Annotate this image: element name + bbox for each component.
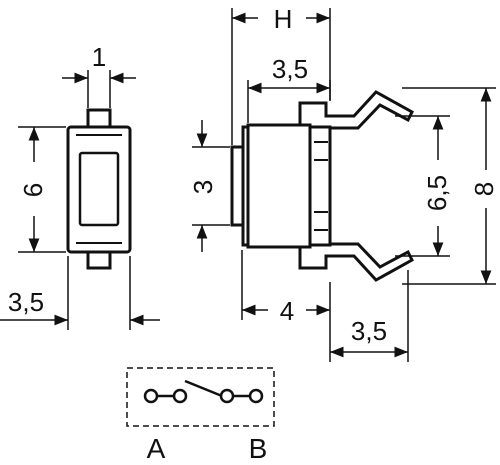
side-lead-top	[298, 90, 414, 130]
dim-height-left	[18, 126, 66, 253]
dim-body-depth	[247, 80, 331, 123]
front-view	[66, 108, 132, 270]
front-bottom-tab	[86, 250, 112, 270]
terminal-a-label: A	[147, 433, 166, 464]
dim-width-top-label: 1	[92, 42, 106, 72]
dim-lead-spacing-outer-label: 8	[469, 182, 499, 196]
dim-height-left-label: 6	[18, 183, 48, 197]
switch-schematic	[126, 367, 275, 427]
dim-depth-bottom-left	[0, 256, 160, 330]
side-view	[230, 90, 414, 282]
schematic-dashed-box	[126, 367, 275, 427]
dim-actuator-height	[192, 120, 230, 252]
dim-width-top	[62, 70, 136, 108]
dim-lead-spacing-inner-label: 6,5	[422, 175, 452, 211]
dim-lead-length-label: 3,5	[351, 316, 387, 346]
dim-depth-bottom-left-label: 3,5	[8, 287, 44, 317]
dim-lead-spacing-inner	[395, 115, 450, 257]
dim-lead-length	[330, 270, 409, 362]
contact-a-circle	[172, 388, 188, 404]
terminal-b-label: B	[249, 433, 268, 464]
dim-body-depth-label: 3,5	[272, 54, 308, 84]
side-body	[246, 123, 312, 249]
side-lead-bottom	[298, 242, 414, 282]
front-recess	[78, 151, 120, 227]
terminal-a-circle	[143, 388, 159, 404]
switch-contact-arm	[184, 379, 223, 398]
terminal-b-circle	[248, 388, 264, 404]
dim-lead-offset-label: 4	[280, 296, 294, 326]
dim-lead-spacing-outer	[402, 87, 496, 285]
dim-actuator-height-label: 3	[188, 180, 218, 194]
side-rear-frame	[308, 125, 332, 247]
front-top-tab	[86, 108, 112, 129]
dim-overall-height-label: H	[274, 4, 293, 34]
front-body	[66, 125, 132, 254]
contact-b-circle	[219, 388, 235, 404]
